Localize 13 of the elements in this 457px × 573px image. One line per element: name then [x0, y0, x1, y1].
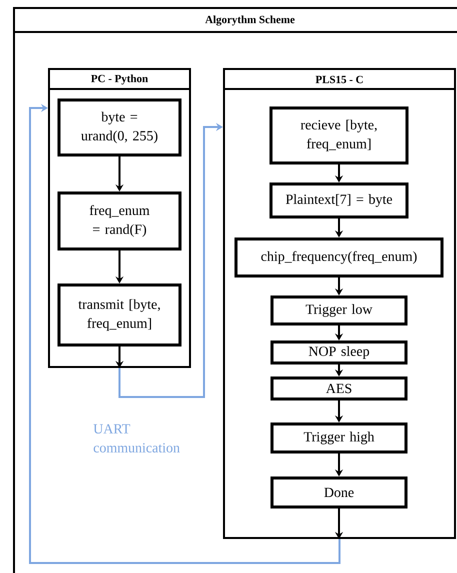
process-box: recieve [byte, freq_enum]: [270, 106, 408, 164]
arrow: [29, 104, 340, 564]
process-box: AES: [270, 376, 408, 400]
process-box: byte = urand(0, 255): [58, 98, 182, 156]
process-box: Trigger low: [270, 296, 408, 326]
process-box: chip_frequency(freq_enum): [234, 238, 444, 278]
process-box: freq_enum = rand(F): [58, 192, 182, 250]
process-box: NOP sleep: [270, 340, 408, 364]
process-box: transmit [byte, freq_enum]: [58, 284, 182, 346]
annotation-text: UART communication: [94, 424, 180, 452]
process-box: Plaintext[7] = byte: [270, 182, 408, 218]
process-box: Trigger high: [270, 422, 408, 454]
process-box: Done: [270, 476, 408, 508]
